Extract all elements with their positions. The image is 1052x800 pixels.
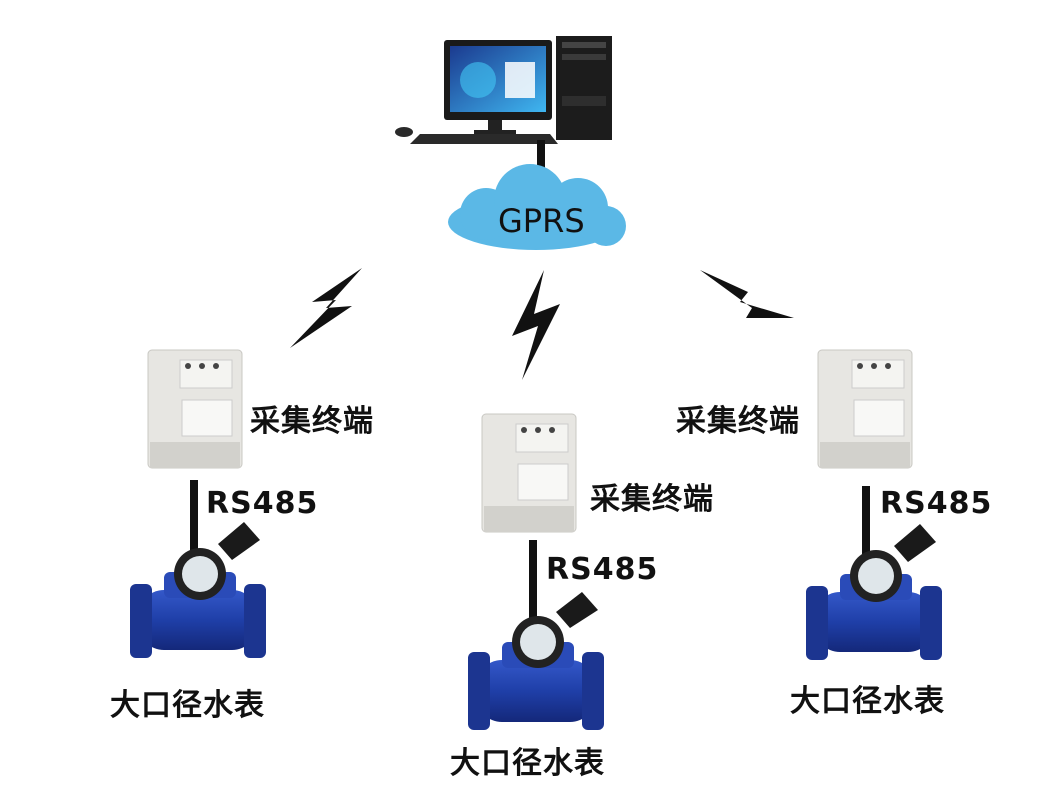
rs485-wire: [529, 540, 537, 618]
water-meter-icon: [468, 592, 604, 730]
lightning-bolt-icon: [290, 268, 362, 348]
collector-terminal-icon: [147, 349, 243, 469]
water-meter-icon: [130, 522, 266, 658]
rs485-label-right: RS485: [880, 486, 993, 521]
rs485-wire: [862, 486, 870, 556]
cloud-label: GPRS: [498, 202, 585, 240]
rs485-wire: [190, 480, 198, 554]
terminal-label-left: 采集终端: [250, 404, 374, 439]
computer-icon: [395, 36, 612, 144]
rs485-label-left: RS485: [206, 486, 319, 521]
meter-label-right: 大口径水表: [790, 684, 945, 719]
rs485-label-center: RS485: [546, 552, 659, 587]
collector-terminal-icon: [481, 413, 577, 533]
computer-cloud-wire: [537, 140, 545, 182]
cloud-icon: [448, 164, 626, 250]
meter-label-left: 大口径水表: [110, 688, 265, 723]
terminal-label-right: 采集终端: [676, 404, 800, 439]
lightning-bolt-icon: [700, 270, 794, 318]
meter-label-center: 大口径水表: [450, 746, 605, 781]
terminal-label-center: 采集终端: [590, 482, 714, 517]
lightning-bolt-icon: [512, 270, 560, 380]
collector-terminal-icon: [817, 349, 913, 469]
water-meter-icon: [806, 524, 942, 660]
